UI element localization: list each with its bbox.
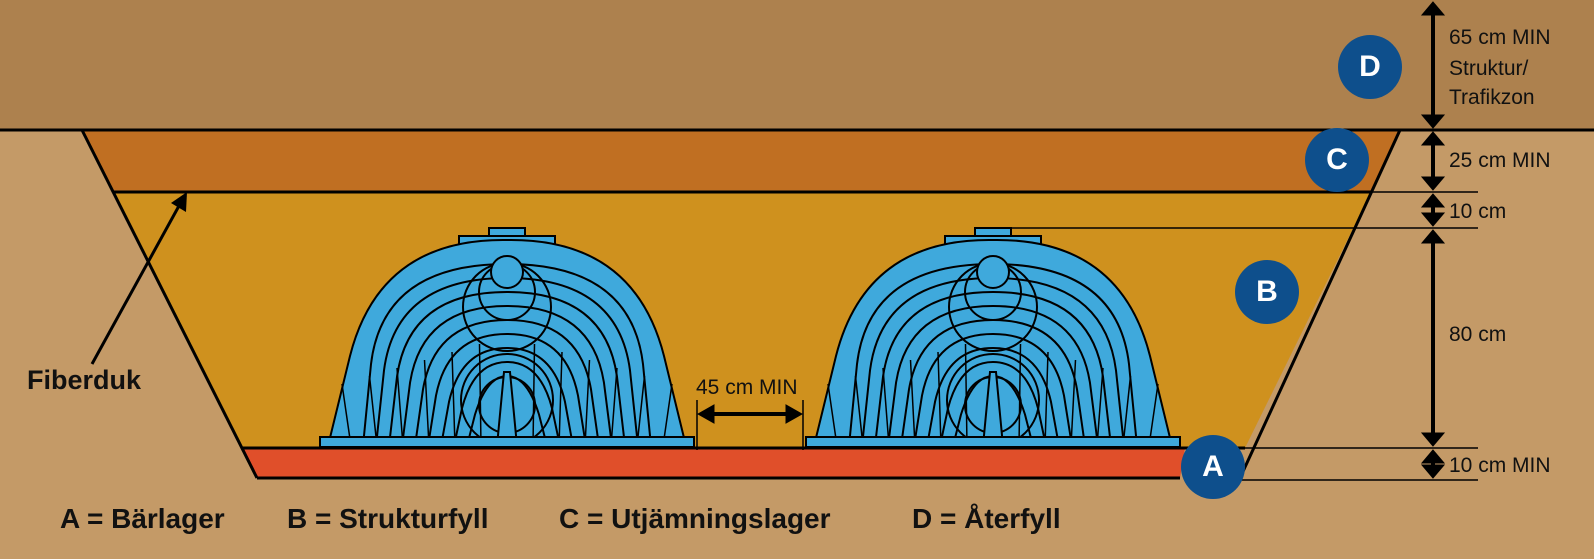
legend-d: D = Återfyll [912,503,1061,534]
spacing-arrow [696,400,804,450]
bedding-layer-a [242,448,1185,478]
leveling-layer-c [82,130,1400,192]
arrowhead-down [1420,114,1446,129]
chamber-1 [319,227,695,448]
dim-d-zone-2: Trafikzon [1449,86,1535,109]
dim-chamber-height: 80 cm [1449,323,1507,346]
arrowhead-up [1420,193,1446,208]
dim-spacing: 45 cm MIN [696,376,798,399]
arrowhead-down [1420,176,1446,191]
backfill-layer-d [0,0,1594,130]
legend-b: B = Strukturfyll [287,503,489,534]
dimension-lines [1010,191,1478,481]
dim-d-zone-1: Struktur/ [1449,57,1529,80]
arrowhead-down [1420,432,1446,447]
chamber-2 [805,227,1181,448]
legend-c: C = Utjämningslager [559,503,831,534]
dim-cover: 10 cm [1449,200,1507,223]
badge-a: A [1181,435,1245,499]
arrowhead-up [1420,131,1446,146]
badge-d: D [1338,35,1402,99]
fiberduk-label: Fiberduk [27,365,142,395]
legend-a: A = Bärlager [60,503,225,534]
arrowhead-up [1420,229,1446,244]
badge-b: B [1235,260,1299,324]
badge-c: C [1305,128,1369,192]
dim-d-depth: 65 cm MIN [1449,26,1551,49]
arrowhead-down [1420,212,1446,227]
structural-fill-layer-b [113,192,1371,448]
arrowhead-up [1420,1,1446,16]
fiberduk-arrow [90,192,187,365]
dim-c-depth: 25 cm MIN [1449,149,1551,172]
dim-a-depth: 10 cm MIN [1449,454,1551,477]
